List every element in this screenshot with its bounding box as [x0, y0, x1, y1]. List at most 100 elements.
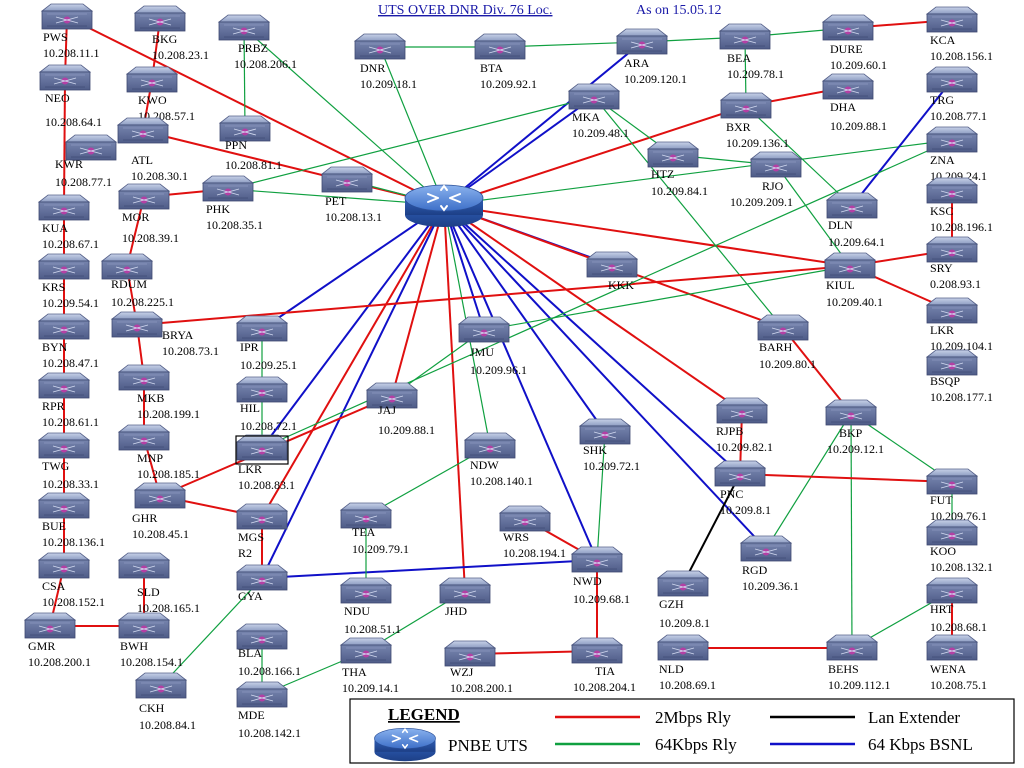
node-ip: 10.209.112.1: [828, 678, 891, 692]
router-icon: [926, 126, 978, 153]
node-name: HIL: [240, 401, 260, 415]
node-name: LKR: [238, 462, 262, 476]
router-icon: [571, 546, 623, 573]
node-ip: 10.208.47.1: [42, 356, 99, 370]
node-name: NWD: [573, 574, 602, 588]
node-name: BTA: [480, 61, 503, 75]
link-hub-lkr2-64kbps-bsnl: [261, 204, 445, 449]
node-ip: 10.209.72.1: [583, 459, 640, 473]
link-bkp-behs-64kbps-rly: [850, 412, 853, 649]
node-ip: 10.209.120.1: [624, 72, 687, 86]
router-icon: [38, 194, 90, 221]
link-hub-ara-64kbps-bsnl: [443, 41, 643, 206]
router-icon: [616, 28, 668, 55]
link-jmu-kiul-64kbps-rly: [483, 265, 851, 331]
node-ip: 10.208.177.1: [930, 390, 993, 404]
router-icon: [474, 33, 526, 60]
node-ip: 10.209.60.1: [830, 58, 887, 72]
node-nwd: NWD 10.209.68.1: [571, 546, 630, 606]
node-ip: 10.209.76.1: [930, 509, 987, 523]
node-ip: 10.209.18.1: [360, 77, 417, 91]
node-name: GZH: [659, 597, 684, 611]
router-icon: [444, 640, 496, 667]
router-icon: [118, 424, 170, 451]
node-name: NDW: [470, 458, 499, 472]
node-ip: 10.209.78.1: [727, 67, 784, 81]
node-name: BEHS: [828, 662, 859, 676]
router-icon: [38, 313, 90, 340]
router-icon: [926, 349, 978, 376]
node-ip: 10.209.48.1: [572, 126, 629, 140]
node-name: MNP: [137, 451, 163, 465]
router-icon: [750, 151, 802, 178]
node-name: KIUL: [826, 278, 855, 292]
node-ip: 10.208.225.1: [111, 295, 174, 309]
link-hub-nwd-64kbps-bsnl: [443, 204, 598, 561]
router-icon: [218, 14, 270, 41]
link-hub-rjpb-2mbps-rly: [443, 204, 743, 412]
node-name: KSC: [930, 204, 953, 218]
diagram-date: As on 15.05.12: [636, 3, 722, 18]
node-name: SLD: [137, 585, 160, 599]
node-ip: 10.209.96.1: [470, 363, 527, 377]
node-name: WENA: [930, 662, 966, 676]
node-ip: 10.209.68.1: [573, 592, 630, 606]
node-behs: BEHS 10.209.112.1: [826, 634, 891, 692]
router-icon: [118, 364, 170, 391]
node-ip: 10.208.13.1: [325, 210, 382, 224]
node-name: MKB: [137, 391, 164, 405]
node-ip: 10.209.104.1: [930, 339, 993, 353]
node-name: BKG: [152, 32, 178, 46]
node-name: KCA: [930, 33, 956, 47]
node-name: MOR: [122, 210, 149, 224]
node-name: SRY: [930, 261, 953, 275]
node-name: BYN: [42, 340, 68, 354]
node-name: SHK: [583, 443, 607, 457]
node-ip: 10.208.11.1: [43, 46, 100, 60]
legend-frame: [349, 698, 1015, 764]
router-icon: [926, 577, 978, 604]
diagram-title: UTS OVER DNR Div. 76 Loc.: [378, 3, 552, 18]
link-hub-mgs-2mbps-rly: [261, 204, 445, 518]
node-wena: WENA 10.208.75.1: [926, 634, 987, 692]
link-rjo-kiul-64kbps-rly: [775, 164, 851, 267]
link-hub-kiul-2mbps-rly: [443, 204, 851, 267]
router-icon: [38, 492, 90, 519]
legend-label-64kbps-rly: 64Kbps Rly: [655, 735, 737, 754]
link-dln-trg-64kbps-bsnl: [851, 79, 953, 207]
node-name: DLN: [828, 218, 853, 232]
node-ip: 10.208.75.1: [930, 678, 987, 692]
link-pnc-fut-2mbps-rly: [739, 473, 953, 483]
node-ip: 10.209.8.1: [720, 503, 771, 517]
node-ip: 10.208.33.1: [42, 477, 99, 491]
node-ip: 10.209.25.1: [240, 358, 297, 372]
node-name: TRG: [930, 93, 954, 107]
legend-label-2mbps-rly: 2Mbps Rly: [655, 708, 732, 727]
link-hub-mka-64kbps-bsnl: [443, 96, 595, 206]
node-name: JMU: [470, 345, 494, 359]
